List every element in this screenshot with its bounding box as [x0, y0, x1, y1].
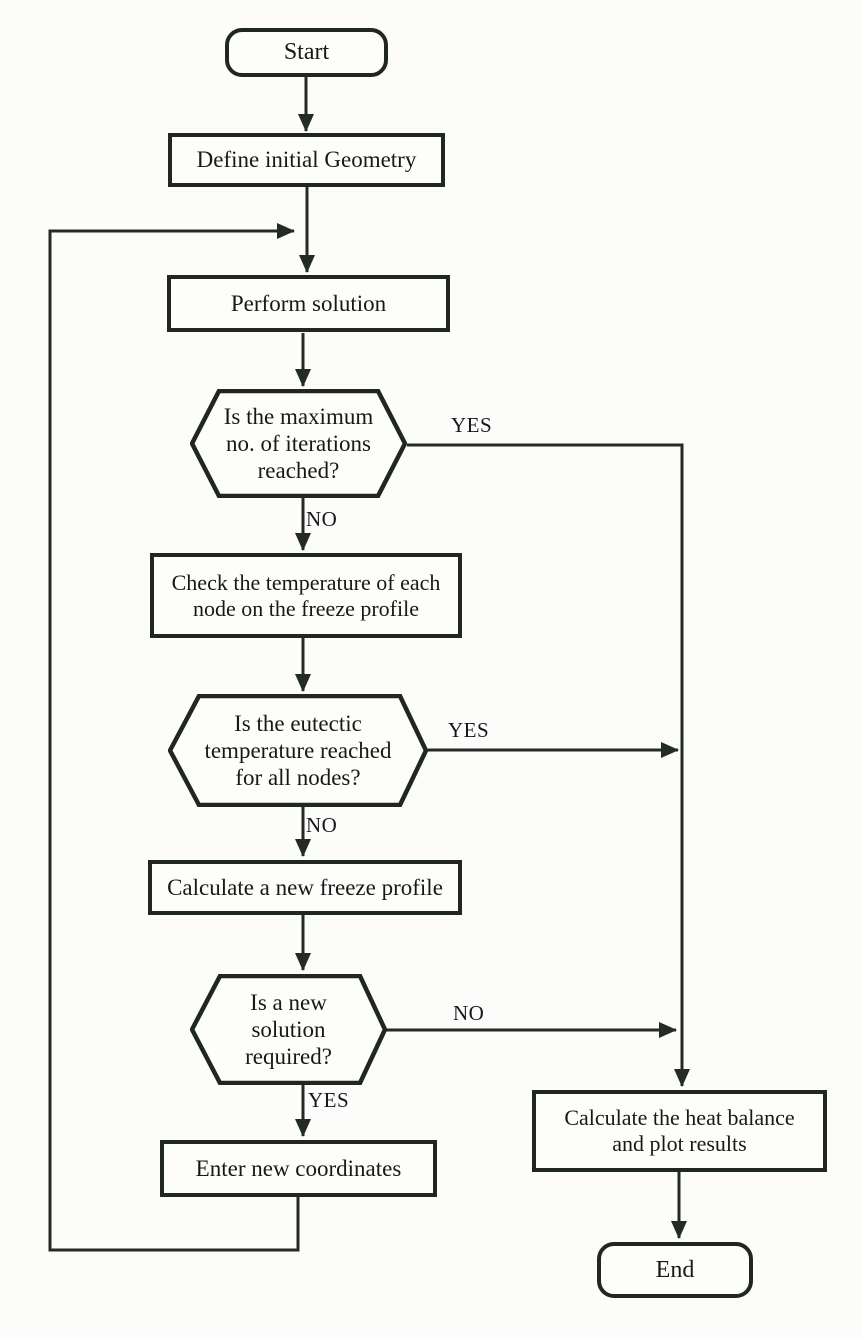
node-check-temperature-label: Check the temperature of each node on th…	[171, 569, 441, 621]
node-enter-coordinates-label: Enter new coordinates	[195, 1155, 402, 1181]
node-start-label: Start	[283, 39, 330, 66]
node-perform-solution: Perform solution	[167, 275, 450, 332]
node-new-solution-label: Is a new solution required?	[245, 989, 332, 1070]
edge-label-maxiter-yes: YES	[451, 413, 493, 437]
edge-label-eutectic-no: NO	[306, 813, 338, 837]
node-calc-freeze-profile: Calculate a new freeze profile	[148, 860, 462, 915]
node-calc-heat-balance: Calculate the heat balance and plot resu…	[532, 1090, 827, 1172]
node-eutectic-reached-decision: Is the eutectic temperature reached for …	[168, 694, 428, 807]
node-define-geometry: Define initial Geometry	[168, 133, 445, 187]
node-check-temperature: Check the temperature of each node on th…	[150, 553, 462, 638]
hexagon-shape	[168, 694, 428, 807]
edge-label-newsol-no: NO	[453, 1001, 485, 1025]
edge-label-newsol-yes: YES	[308, 1088, 350, 1112]
hexagon-shape	[190, 389, 407, 498]
node-define-geometry-label: Define initial Geometry	[196, 147, 417, 173]
edge-loop-return	[48, 223, 300, 1252]
node-calc-freeze-profile-label: Calculate a new freeze profile	[167, 874, 443, 900]
node-start: Start	[225, 28, 388, 77]
node-max-iterations-label: Is the maximum no. of iterations reached…	[223, 403, 374, 484]
node-max-iterations-decision: Is the maximum no. of iterations reached…	[190, 389, 407, 498]
node-new-solution-decision: Is a new solution required?	[190, 974, 387, 1085]
node-perform-solution-label: Perform solution	[230, 290, 387, 316]
node-eutectic-reached-label: Is the eutectic temperature reached for …	[204, 710, 392, 791]
edge-label-eutectic-yes: YES	[448, 718, 490, 742]
node-end: End	[597, 1242, 753, 1298]
node-calc-heat-balance-label: Calculate the heat balance and plot resu…	[564, 1105, 795, 1156]
node-end-label: End	[655, 1256, 695, 1283]
edge-label-maxiter-no: NO	[306, 507, 338, 531]
hexagon-shape	[190, 974, 387, 1085]
edge-maxiter-yes-calcheat	[407, 443, 690, 1087]
node-enter-coordinates: Enter new coordinates	[160, 1140, 437, 1197]
